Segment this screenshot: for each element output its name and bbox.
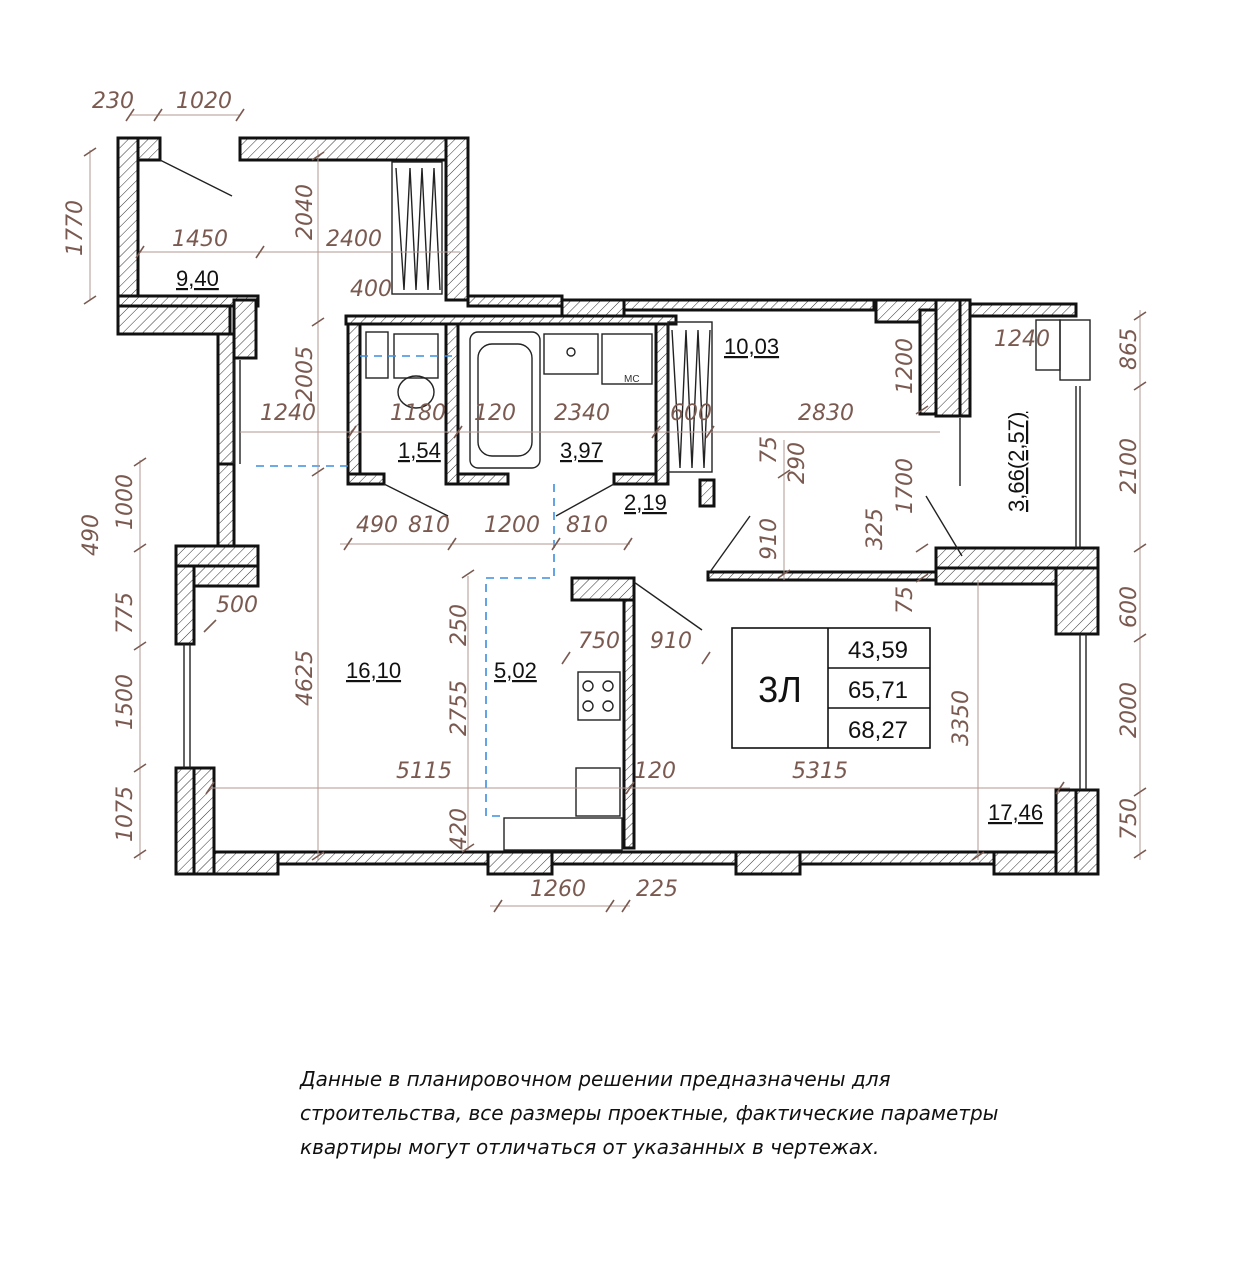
area-corridor: 2,19 — [624, 490, 667, 515]
dim-420: 420 — [447, 808, 472, 850]
dim-1450: 1450 — [172, 227, 228, 252]
dim-600: 600 — [670, 401, 712, 426]
dim-1075: 1075 — [113, 786, 138, 842]
dim-325: 325 — [863, 508, 888, 550]
dim-1180: 1180 — [390, 401, 446, 426]
dim-1240-left: 1240 — [260, 401, 316, 426]
dim-250: 250 — [447, 604, 472, 646]
dimension-lines — [89, 114, 1141, 907]
dim-1000: 1000 — [113, 474, 138, 530]
dim-225: 225 — [636, 877, 678, 902]
dimension-labels: 230 1020 1770 2040 1450 2400 400 2005 12… — [63, 89, 1142, 902]
dim-2755: 2755 — [447, 680, 472, 736]
apartment-code: 3Л — [758, 669, 802, 710]
dim-75-b: 75 — [893, 586, 918, 614]
doors — [159, 159, 963, 631]
total-area-with-balcony-value: 68,27 — [848, 717, 908, 744]
dim-810-a: 810 — [408, 513, 450, 538]
dim-75-a: 75 — [757, 436, 782, 464]
dimension-ticks — [83, 108, 1147, 913]
dim-1700: 1700 — [893, 458, 918, 514]
dim-2100: 2100 — [1117, 438, 1142, 494]
dim-2830: 2830 — [798, 401, 854, 426]
area-bedroom: 10,03 — [724, 334, 779, 359]
dim-910-h: 910 — [650, 629, 692, 654]
washer-label: МС — [624, 374, 640, 385]
dim-2005: 2005 — [293, 346, 318, 402]
dim-750: 750 — [578, 629, 620, 654]
dim-120-b: 120 — [634, 759, 676, 784]
dim-1500: 1500 — [113, 674, 138, 730]
dim-4625: 4625 — [293, 650, 318, 706]
dim-1200-r: 1200 — [893, 338, 918, 394]
dim-500: 500 — [216, 593, 258, 618]
dim-775: 775 — [113, 592, 138, 634]
area-hall-top: 9,40 — [176, 266, 219, 291]
washer-icon — [601, 333, 653, 385]
dim-865: 865 — [1117, 328, 1142, 370]
sink-icon — [543, 333, 599, 375]
dim-1200: 1200 — [484, 513, 540, 538]
stove-icon — [577, 671, 621, 721]
dim-2040: 2040 — [293, 184, 318, 240]
room-areas: 9,40 1,54 3,97 2,19 10,03 3,66(2,57) 16,… — [176, 266, 1043, 825]
radiator-kitchen — [503, 817, 623, 851]
dim-2340: 2340 — [554, 401, 610, 426]
kitchen-sink-icon — [575, 767, 621, 817]
fixtures: МС — [365, 161, 1091, 851]
area-room-right: 17,46 — [988, 800, 1043, 825]
dim-1020: 1020 — [176, 89, 232, 114]
dim-5115: 5115 — [396, 759, 452, 784]
area-wc: 1,54 — [398, 438, 441, 463]
dim-1260: 1260 — [530, 877, 586, 902]
dim-120-a: 120 — [474, 401, 516, 426]
dim-600-v: 600 — [1117, 586, 1142, 628]
dim-1240-balcony: 1240 — [994, 327, 1050, 352]
radiator-balcony — [1059, 319, 1091, 381]
disclaimer-note: Данные в планировочном решении предназна… — [300, 1067, 999, 1159]
dim-400: 400 — [350, 277, 392, 302]
bathtub-icon — [469, 331, 541, 469]
cistern-icon — [365, 331, 389, 379]
windows — [183, 360, 1087, 790]
dim-810-b: 810 — [566, 513, 608, 538]
area-kitchen: 5,02 — [494, 658, 537, 683]
area-balcony: 3,66(2,57) — [1004, 412, 1029, 512]
dim-2400: 2400 — [326, 227, 382, 252]
apartment-info-table: 3Л 43,59 65,71 68,27 — [731, 627, 931, 749]
dim-2000: 2000 — [1117, 682, 1142, 738]
area-living: 16,10 — [346, 658, 401, 683]
dim-750-v: 750 — [1117, 798, 1142, 840]
dim-230: 230 — [92, 89, 134, 114]
dim-490-v: 490 — [79, 514, 104, 556]
dim-290: 290 — [785, 442, 810, 484]
dim-490-h: 490 — [356, 513, 398, 538]
total-area-value: 65,71 — [848, 677, 908, 704]
living-area-value: 43,59 — [848, 637, 908, 664]
radiator-bedroom — [667, 321, 713, 473]
walls — [116, 136, 1100, 876]
dim-5315: 5315 — [792, 759, 848, 784]
radiator-top — [391, 161, 443, 295]
area-bath: 3,97 — [560, 438, 603, 463]
dim-1770: 1770 — [63, 200, 88, 256]
dim-910-v: 910 — [757, 518, 782, 560]
dim-3350: 3350 — [949, 690, 974, 746]
